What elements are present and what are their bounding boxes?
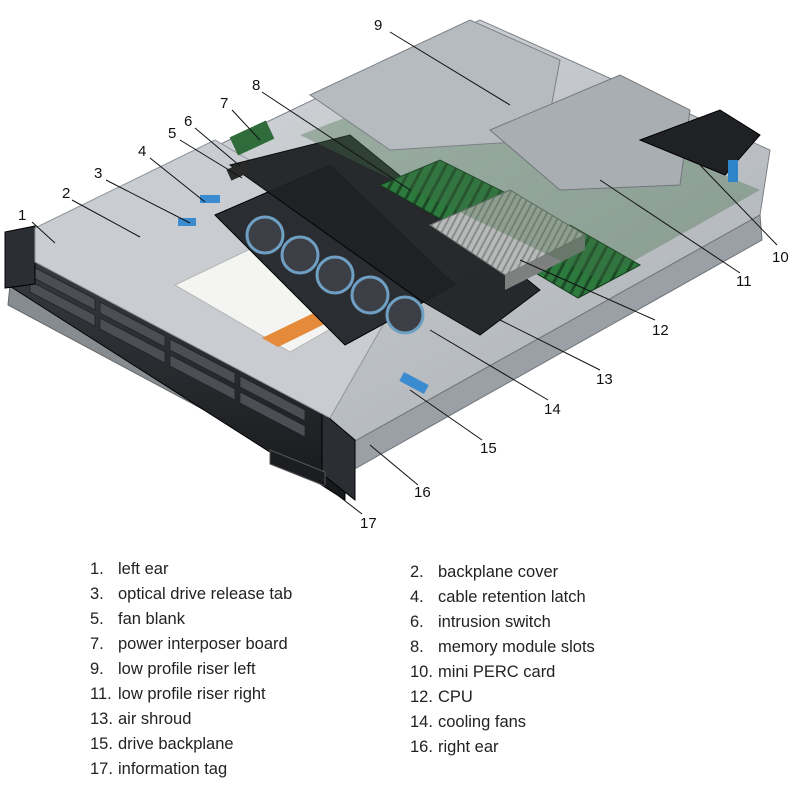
legend-item-2: 2.backplane cover — [410, 563, 559, 581]
callout-10: 10 — [772, 249, 789, 266]
air-shroud — [228, 134, 541, 336]
callout-8: 8 — [252, 77, 260, 94]
legend-item-5: 5.fan blank — [90, 610, 185, 628]
intrusion-switch — [226, 161, 250, 181]
legend-item-16: 16.right ear — [410, 738, 499, 756]
cable-retention-latch — [200, 195, 220, 203]
legend-item-4: 4.cable retention latch — [410, 588, 586, 606]
legend-item-14: 14.cooling fans — [410, 713, 527, 731]
left-ear — [4, 225, 36, 289]
server-illustration: 1 2 3 4 5 6 7 8 9 10 11 12 13 14 15 16 1… — [4, 17, 789, 532]
callout-11: 11 — [736, 273, 752, 290]
drive-slots — [29, 264, 306, 438]
callout-3: 3 — [94, 165, 102, 182]
legend-item-8: 8.memory module slots — [410, 638, 595, 656]
cooling-fans — [214, 164, 456, 346]
callout-numbers: 1 2 3 4 5 6 7 8 9 10 11 12 13 14 15 16 1… — [18, 17, 789, 532]
legend: 1.left ear 2.backplane cover 3.optical d… — [0, 555, 800, 790]
cpu-heatsink — [428, 189, 587, 290]
mini-perc-card — [638, 109, 761, 176]
callout-7: 7 — [220, 95, 228, 112]
callout-12: 12 — [652, 322, 669, 339]
callout-9: 9 — [374, 17, 382, 34]
riser-left — [308, 19, 561, 151]
leader-lines — [31, 31, 778, 515]
legend-item-3: 3.optical drive release tab — [90, 585, 293, 603]
legend-item-11: 11.low profile riser right — [90, 685, 266, 703]
rear-port-blue — [728, 160, 738, 182]
callout-14: 14 — [544, 401, 561, 418]
legend-item-6: 6.intrusion switch — [410, 613, 551, 631]
callout-1: 1 — [18, 207, 26, 224]
right-ear — [321, 410, 356, 502]
callout-5: 5 — [168, 125, 176, 142]
legend-item-13: 13.air shroud — [90, 710, 192, 728]
callout-17: 17 — [360, 515, 377, 532]
callout-6: 6 — [184, 113, 192, 130]
legend-item-17: 17.information tag — [90, 760, 228, 778]
callout-13: 13 — [596, 371, 613, 388]
callout-16: 16 — [414, 484, 431, 501]
legend-item-15: 15.drive backplane — [90, 735, 234, 753]
power-interposer-board — [229, 120, 275, 156]
legend-item-12: 12.CPU — [410, 688, 473, 706]
callout-15: 15 — [480, 440, 497, 457]
legend-item-9: 9.low profile riser left — [90, 660, 256, 678]
drive-backplane — [399, 372, 429, 394]
legend-item-1: 1.left ear — [90, 560, 169, 578]
legend-item-7: 7.power interposer board — [90, 635, 288, 653]
callout-2: 2 — [62, 185, 70, 202]
legend-item-10: 10.mini PERC card — [410, 663, 556, 681]
callout-4: 4 — [138, 143, 146, 160]
